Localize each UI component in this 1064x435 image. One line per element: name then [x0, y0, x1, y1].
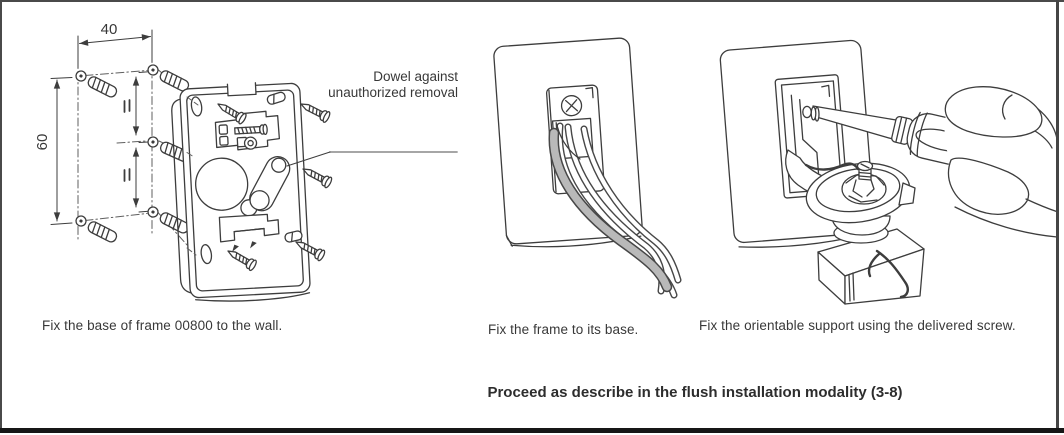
mounting-post [817, 228, 925, 305]
orientable-support [785, 149, 916, 244]
support-wire [804, 162, 860, 171]
fixing-screw [802, 105, 897, 141]
page-border-top [0, 0, 1064, 2]
page-border-left [0, 0, 2, 430]
footer-instruction: Proceed as describe in the flush install… [487, 384, 903, 401]
dim-width-label: 40 [100, 21, 118, 38]
dowel-annotation: Dowel against unauthorized removal [328, 69, 458, 100]
bottom-rule [0, 428, 1064, 433]
leader-line [286, 151, 458, 167]
frame-on-wall-illustration [493, 37, 682, 299]
figure3-caption: Fix the orientable support using the del… [699, 318, 1016, 333]
figure1-caption: Fix the base of frame 00800 to the wall. [42, 318, 283, 333]
cable-bundle [548, 122, 682, 299]
orientable-support-illustration [719, 39, 1059, 305]
dim-height-label: 60 [34, 133, 51, 151]
figure2-caption: Fix the frame to its base. [488, 322, 639, 337]
frame-base-plate [171, 82, 311, 302]
base-frame-illustration [50, 29, 458, 302]
connection-wires [867, 249, 909, 299]
hand [944, 86, 1059, 243]
page-border-right [1056, 0, 1059, 430]
